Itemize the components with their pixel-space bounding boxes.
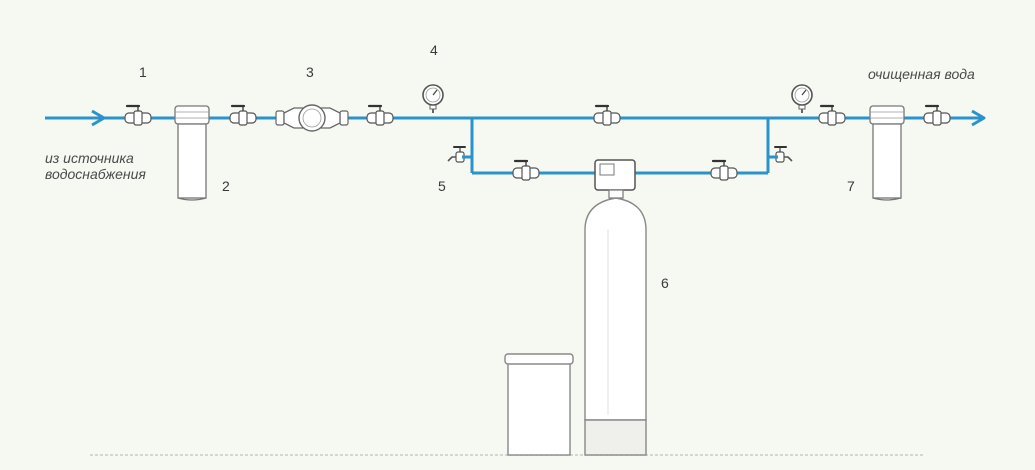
bypass-valve-icon: [592, 104, 622, 127]
filter-vessel-6-icon: [584, 197, 647, 456]
label-3: 3: [306, 64, 314, 80]
brine-tank-icon: [504, 353, 574, 456]
inlet-arrow-icon: [91, 109, 106, 127]
label-4: 4: [430, 42, 438, 58]
label-6: 6: [661, 275, 669, 291]
ball-valve-1-icon: [123, 104, 153, 127]
inlet-valve-icon: [511, 159, 541, 182]
ball-valve-icon: [365, 104, 395, 127]
label-2: 2: [222, 178, 230, 194]
outlet-arrow-icon: [971, 109, 986, 127]
control-valve-head-icon: [594, 159, 636, 199]
source-caption-line1: из источника: [45, 150, 134, 166]
label-7: 7: [847, 178, 855, 194]
source-caption-line2: водоснабжения: [45, 166, 146, 182]
filter-7-icon: [869, 105, 905, 201]
ball-valve-icon: [228, 104, 258, 127]
ball-valve-icon: [922, 104, 952, 127]
water-meter-3-icon: [275, 104, 349, 132]
label-1: 1: [139, 64, 147, 80]
filter-2-icon: [174, 105, 210, 201]
ball-valve-icon: [817, 104, 847, 127]
sample-tap-5-icon: [447, 146, 466, 163]
pressure-gauge-icon: [791, 84, 813, 114]
sample-tap-icon: [774, 146, 793, 163]
pressure-gauge-4-icon: [422, 84, 444, 114]
output-caption: очищенная вода: [868, 66, 975, 82]
outlet-valve-icon: [709, 159, 739, 182]
label-5: 5: [438, 178, 446, 194]
